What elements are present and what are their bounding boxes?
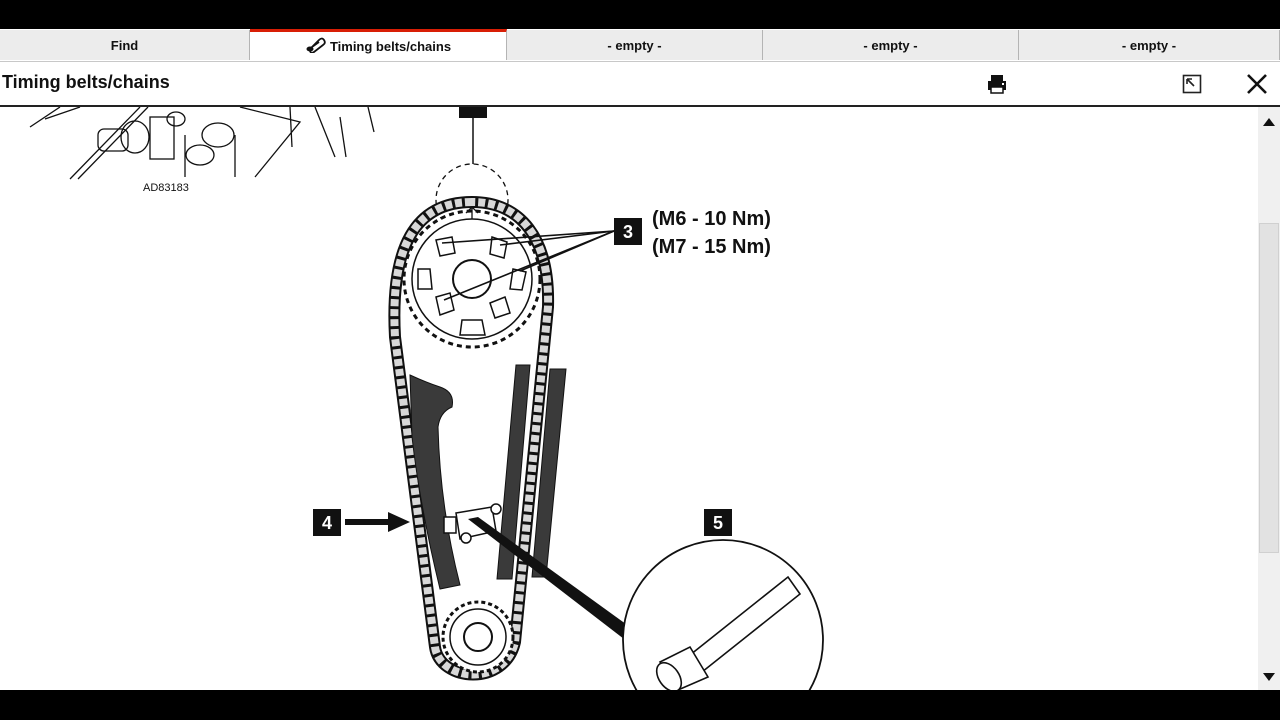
tab-find[interactable]: Find (0, 30, 250, 60)
figure-reference-label: AD83183 (143, 182, 189, 194)
diagram-viewport: AD83183 3 (0, 107, 1258, 690)
scrollbar-thumb[interactable] (1259, 223, 1279, 553)
timing-chain-diagram: AD83183 3 (29, 107, 824, 690)
fixed-guide-rail (496, 364, 531, 580)
printer-icon (988, 75, 1006, 94)
triangle-down-icon (1263, 673, 1275, 681)
external-window-icon (1182, 74, 1202, 94)
detach-window-button[interactable] (1178, 70, 1206, 98)
print-button[interactable] (983, 70, 1011, 98)
tab-empty-3[interactable]: - empty - (1019, 30, 1280, 60)
page-title: Timing belts/chains (2, 72, 170, 92)
triangle-up-icon (1263, 118, 1275, 126)
svg-text:4: 4 (322, 513, 332, 533)
tab-empty-2[interactable]: - empty - (763, 30, 1019, 60)
vertical-scrollbar[interactable] (1258, 107, 1280, 690)
callout-3: 3 (441, 218, 642, 301)
svg-text:5: 5 (713, 513, 723, 533)
tab-empty-1[interactable]: - empty - (507, 30, 763, 60)
torque-spec-m7: (M7 - 15 Nm) (652, 236, 771, 258)
tab-timing-belts-chains[interactable]: Timing belts/chains (250, 29, 507, 60)
svg-text:3: 3 (623, 222, 633, 242)
callout-5: 5 (622, 509, 824, 690)
scroll-down-button[interactable] (1258, 667, 1280, 687)
callout-4: 4 (313, 509, 410, 536)
paperclip-icon (305, 37, 327, 56)
close-icon (1247, 74, 1267, 94)
close-button[interactable] (1243, 70, 1271, 98)
window-titlebar: Timing belts/chains (0, 62, 1280, 107)
crankshaft-sprocket (441, 600, 515, 674)
tab-bar: Find Timing belts/chains - empty - - emp… (0, 29, 1280, 62)
camshaft-sprocket (402, 206, 542, 349)
bolt-detail-circle (622, 539, 824, 690)
torque-spec-m6: (M6 - 10 Nm) (652, 208, 771, 230)
scroll-up-button[interactable] (1258, 112, 1280, 132)
engine-detail-fragment (29, 107, 375, 180)
tensioner-guide-rail (409, 374, 461, 590)
